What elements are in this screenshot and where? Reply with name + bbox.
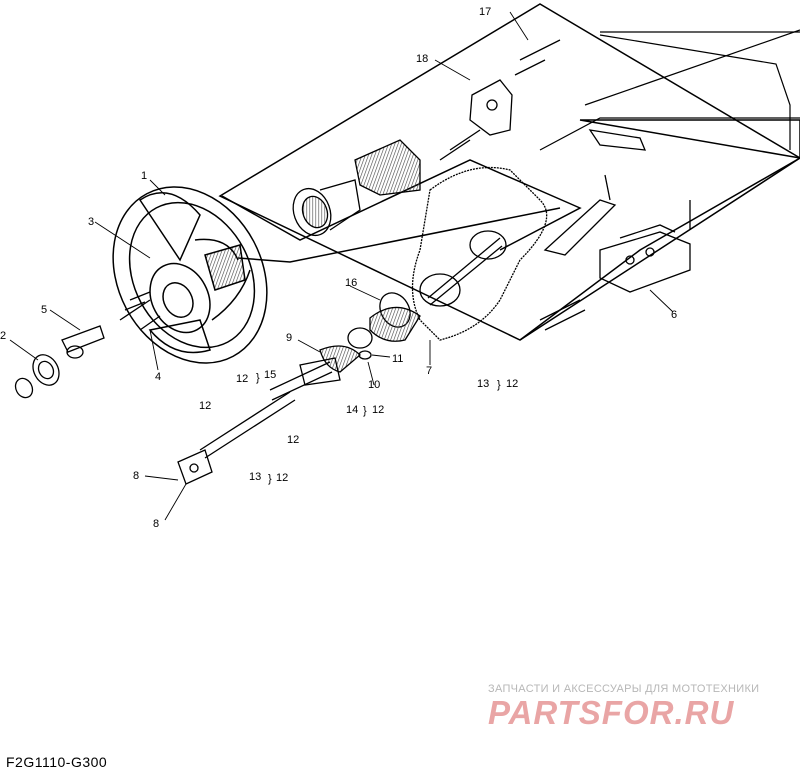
callout-9: 9	[286, 332, 292, 344]
svg-text:}: }	[268, 473, 272, 485]
lower-bracket-frame	[539, 29, 800, 151]
callout-8-upper: 8	[133, 470, 139, 482]
svg-text:}: }	[497, 379, 501, 391]
callout-12-e: 12	[276, 472, 288, 484]
wheel-hub-parts	[14, 291, 161, 399]
callout-11: 11	[392, 353, 403, 365]
callout-2: 2	[0, 330, 6, 342]
callout-10: 10	[368, 379, 380, 391]
callout-12-a: 12	[236, 373, 248, 385]
callout-3: 3	[88, 216, 94, 228]
steering-wheel	[112, 186, 268, 364]
pivot-bracket-assembly	[539, 129, 691, 331]
callout-7: 7	[426, 365, 432, 377]
watermark-tagline: ЗАПЧАСТИ И АКСЕССУАРЫ ДЛЯ МОТОТЕХНИКИ	[488, 683, 760, 695]
svg-text:}: }	[256, 372, 260, 384]
leader-lines	[9, 11, 674, 521]
callout-12-b: 12	[199, 400, 211, 412]
steering-column-frame	[237, 119, 800, 263]
callout-15: 15	[264, 369, 276, 381]
drawing-code: F2G1110-G300	[6, 754, 108, 770]
watermark-brand: PARTSFOR.RU	[488, 694, 735, 731]
callout-13-upper: 13	[477, 378, 489, 390]
callout-8-lower: 8	[153, 518, 159, 530]
upper-column-frame	[218, 3, 800, 341]
callout-1: 1	[141, 170, 147, 182]
callout-18: 18	[416, 53, 428, 65]
callout-16: 16	[345, 277, 357, 289]
callout-12-d: 12	[287, 434, 299, 446]
brace-marks: } } } }	[256, 372, 501, 485]
callout-13-lower: 13	[249, 471, 261, 483]
callout-17: 17	[479, 6, 491, 18]
callout-14: 14	[346, 404, 358, 416]
callout-6: 6	[671, 309, 677, 321]
lower-steering-shaft	[177, 345, 372, 485]
mid-column-frame	[221, 157, 800, 341]
mid-column-assembly	[347, 166, 548, 349]
callout-4: 4	[155, 371, 161, 383]
callout-5: 5	[41, 304, 47, 316]
svg-text:}: }	[363, 405, 367, 417]
callout-12-c: 12	[372, 404, 384, 416]
callout-12-f: 12	[506, 378, 518, 390]
upper-column-parts	[292, 39, 561, 237]
